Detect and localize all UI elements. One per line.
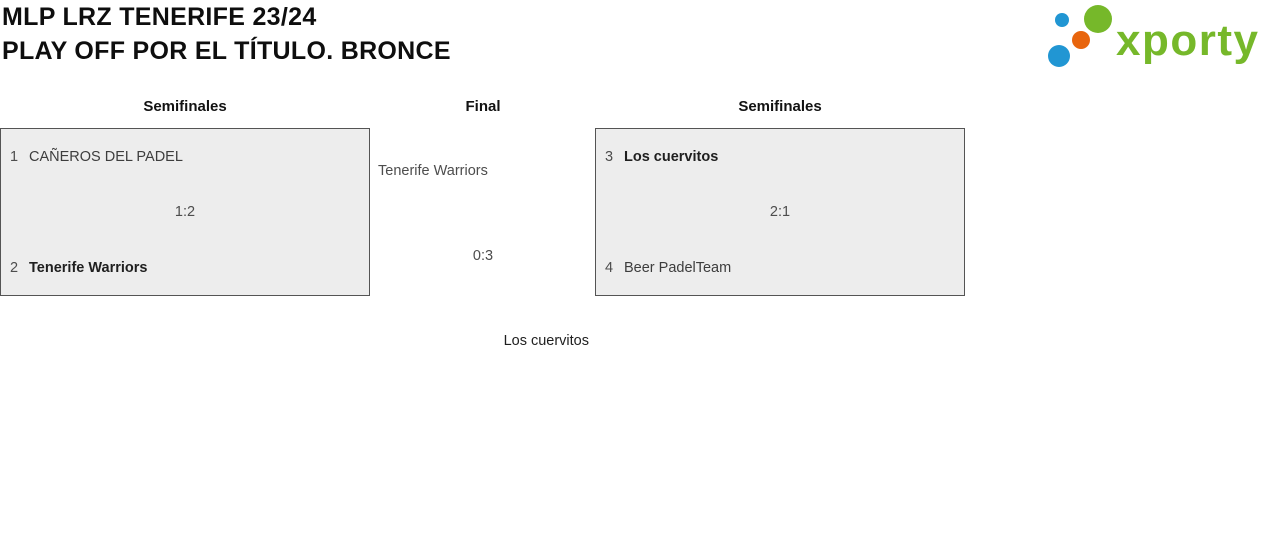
team-name: CAÑEROS DEL PADEL	[29, 149, 183, 165]
team-name: Los cuervitos	[624, 149, 719, 165]
final-team-bottom: Los cuervitos	[503, 333, 589, 349]
semifinal-right-score: 2:1	[769, 204, 791, 220]
team-row-tenerife-warriors: 2 Tenerife Warriors	[1, 260, 369, 276]
team-row-beer-padelteam: 4 Beer PadelTeam	[596, 260, 964, 276]
title-line-2: PLAY OFF POR EL TÍTULO. BRONCE	[2, 37, 451, 65]
title-line-1: MLP LRZ TENERIFE 23/24	[2, 3, 317, 31]
semifinal-right-match-box: 3 Los cuervitos 2:1 4 Beer PadelTeam	[595, 128, 965, 296]
team-row-los-cuervitos: 3 Los cuervitos	[596, 149, 964, 165]
semifinal-left-score: 1:2	[174, 204, 196, 220]
team-name: Beer PadelTeam	[624, 260, 732, 276]
heading-semifinales-left: Semifinales	[143, 98, 227, 115]
logo-wordmark: xporty	[1116, 16, 1259, 65]
final-score: 0:3	[472, 248, 494, 264]
team-seed: 3	[605, 149, 614, 165]
team-row-caneros: 1 CAÑEROS DEL PADEL	[1, 149, 369, 165]
team-name: Tenerife Warriors	[29, 260, 148, 276]
team-seed: 4	[605, 260, 614, 276]
heading-semifinales-right: Semifinales	[738, 98, 822, 115]
heading-final: Final	[465, 98, 501, 115]
team-seed: 1	[10, 149, 19, 165]
page-title: MLP LRZ TENERIFE 23/24 PLAY OFF POR EL T…	[2, 0, 451, 68]
logo-dot-green-icon	[1084, 5, 1112, 33]
logo-dot-small-blue-icon	[1055, 13, 1069, 27]
team-seed: 2	[10, 260, 19, 276]
logo-dot-bottom-blue-icon	[1048, 45, 1070, 67]
semifinal-left-match-box: 1 CAÑEROS DEL PADEL 1:2 2 Tenerife Warri…	[0, 128, 370, 296]
final-team-top: Tenerife Warriors	[378, 163, 488, 179]
logo-dot-orange-icon	[1072, 31, 1090, 49]
xporty-logo: xporty	[1048, 5, 1259, 67]
